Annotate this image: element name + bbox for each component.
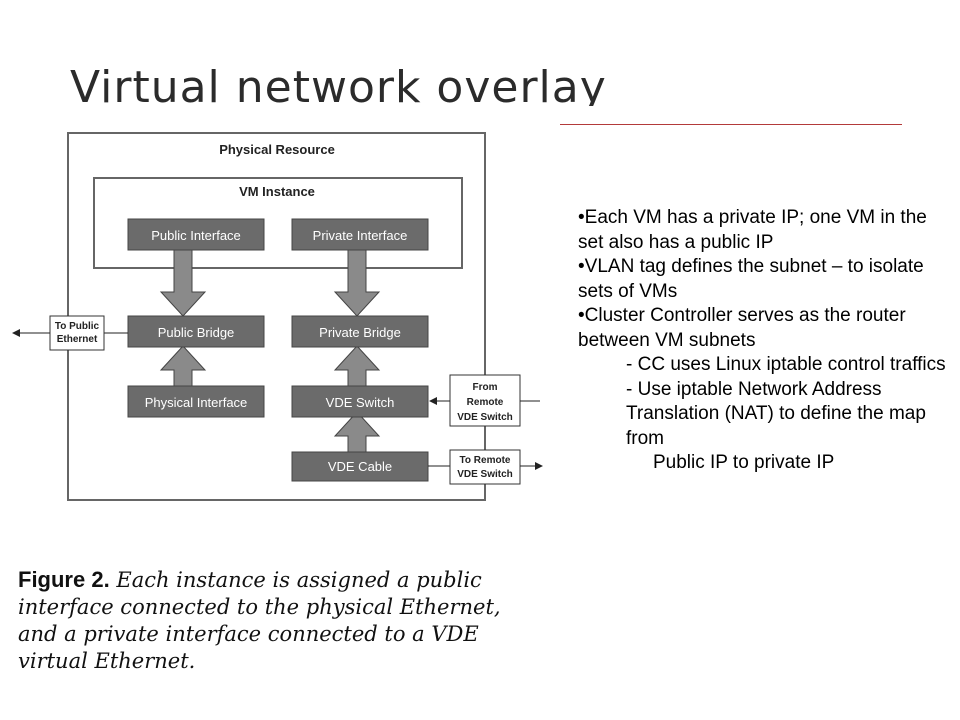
vde-switch-label: VDE Switch (326, 395, 395, 410)
to-remote-label-1: To Remote (460, 455, 511, 466)
figure-caption: Figure 2. Each instance is assigned a pu… (18, 566, 538, 675)
to-remote-box (449, 449, 521, 485)
from-remote-label-2: Remote (467, 397, 504, 408)
private-interface-box (291, 218, 429, 251)
to-remote-arrowhead (535, 462, 543, 470)
bullet-item: •Each VM has a private IP; one VM in the… (578, 207, 927, 253)
public-bridge-box (127, 315, 265, 348)
private-bridge-label: Private Bridge (319, 325, 401, 340)
from-remote-arrowhead (429, 397, 437, 405)
private-down-arrow (333, 248, 381, 317)
private-interface-label: Private Interface (313, 228, 408, 243)
physical-up-arrow (159, 345, 207, 387)
to-remote-label-2: VDE Switch (457, 469, 513, 480)
bullet-list: •Each VM has a private IP; one VM in the… (578, 206, 948, 476)
vde-cable-label: VDE Cable (328, 459, 392, 474)
vm-instance-frame (93, 177, 463, 269)
private-bridge-box (291, 315, 429, 348)
bullet-item: •VLAN tag defines the subnet – to isolat… (578, 256, 924, 302)
vde-cable-up-arrow (333, 411, 381, 453)
to-public-arrowhead (12, 329, 20, 337)
vde-switch-up-arrow (333, 345, 381, 387)
from-remote-label-1: From (473, 382, 498, 393)
vde-cable-box (291, 451, 429, 482)
vm-instance-label: VM Instance (239, 184, 315, 199)
from-remote-box (449, 374, 521, 427)
sub-bullet-item: - CC uses Linux iptable control traffics (626, 354, 946, 375)
figure-caption-text: Each instance is assigned a public inter… (18, 568, 501, 673)
figure-label: Figure 2. (18, 567, 110, 592)
public-interface-label: Public Interface (151, 228, 241, 243)
public-bridge-label: Public Bridge (158, 325, 235, 340)
public-interface-box (127, 218, 265, 251)
vde-switch-box (291, 385, 429, 418)
physical-interface-box (127, 385, 265, 418)
physical-resource-label: Physical Resource (219, 142, 335, 157)
from-remote-label-3: VDE Switch (457, 412, 513, 423)
to-public-label-2: Ethernet (57, 334, 98, 345)
bullet-item: •Cluster Controller serves as the router… (578, 305, 906, 351)
sub-sub-bullet-item: Public IP to private IP (653, 452, 835, 473)
physical-interface-label: Physical Interface (145, 395, 248, 410)
sub-bullet-item: - Use iptable Network Address Translatio… (626, 378, 926, 449)
slide-title: Virtual network overlay (70, 62, 607, 106)
to-public-box (49, 315, 105, 351)
to-public-label-1: To Public (55, 321, 100, 332)
public-down-arrow (159, 248, 207, 317)
title-underline (560, 124, 902, 125)
